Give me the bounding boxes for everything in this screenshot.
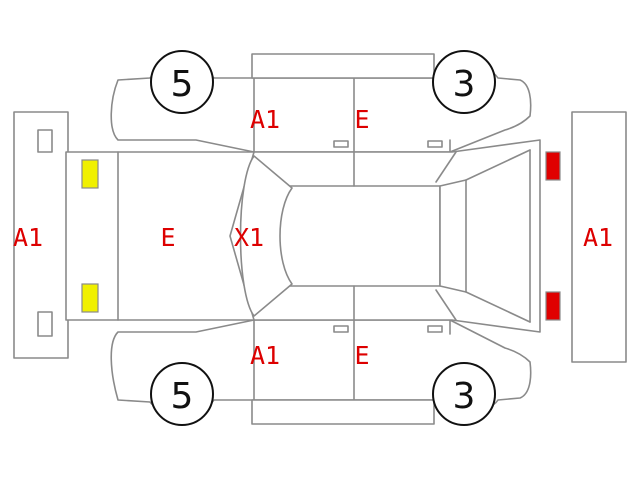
top-view-body — [65, 139, 541, 333]
label-rear-bumper: A1 — [583, 223, 613, 252]
wheel-number-front-bottom: 5 — [171, 376, 194, 417]
wheel-rear-top: 3 — [432, 50, 496, 114]
wheel-number-rear-top: 3 — [453, 64, 476, 105]
label-bottom-front-door: A1 — [250, 341, 280, 370]
label-top-front-door: A1 — [250, 105, 280, 134]
wheel-number-rear-bottom: 3 — [453, 376, 476, 417]
wheel-front-top: 5 — [150, 50, 214, 114]
rear-bumper — [571, 111, 627, 363]
rear-lamp-marker-top — [545, 151, 561, 181]
wheel-rear-bottom: 3 — [432, 362, 496, 426]
label-windshield: X1 — [234, 223, 264, 252]
label-hood: E — [160, 223, 175, 252]
rear-lamp-marker-bottom — [545, 291, 561, 321]
label-top-rear-door: E — [354, 105, 369, 134]
wheel-front-bottom: 5 — [150, 362, 214, 426]
label-front-bumper: A1 — [13, 223, 43, 252]
wheel-number-front-top: 5 — [171, 64, 194, 105]
front-lamp-marker-bottom — [81, 283, 99, 313]
front-bumper — [13, 111, 69, 359]
front-lamp-marker-top — [81, 159, 99, 189]
label-bottom-rear-door: E — [354, 341, 369, 370]
